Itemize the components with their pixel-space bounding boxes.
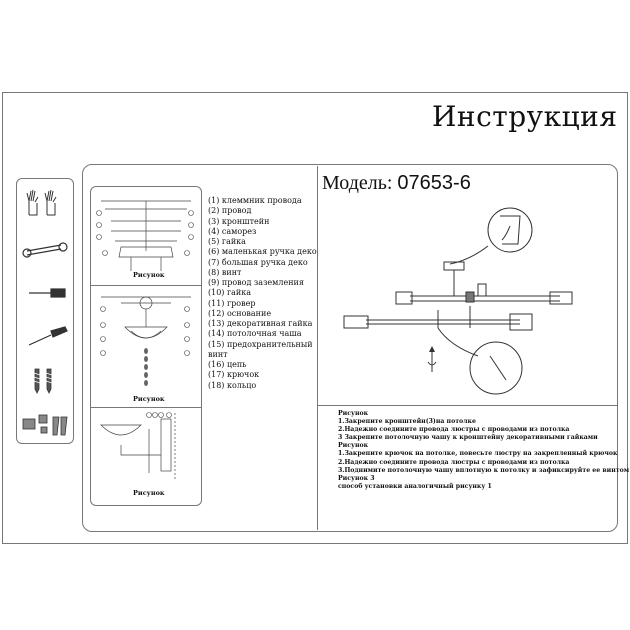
parts-list-item: (15) предохранительный bbox=[208, 339, 313, 349]
chandelier-diagram bbox=[343, 207, 573, 395]
parts-list-item: (17) крючок bbox=[208, 370, 260, 380]
figure-1-diagram bbox=[96, 200, 194, 271]
instruction-line: 2.Надежно соедините провода люстры с про… bbox=[338, 426, 570, 434]
figure-3-diagram bbox=[100, 412, 176, 479]
instruction-line: 1.Закрепите кронштейн(3)на потолке bbox=[338, 418, 476, 426]
parts-list-item: (13) декоративная гайка bbox=[208, 319, 313, 328]
instruction-line: способ установки аналогичный рисунку 1 bbox=[338, 482, 492, 490]
figure-divider bbox=[91, 285, 201, 286]
figure-2-label: Рисунок bbox=[133, 395, 165, 403]
parts-list-item: (16) цепь bbox=[208, 360, 247, 369]
parts-list-item: (6) маленькая ручка деко bbox=[208, 247, 317, 257]
parts-list: (1) клеммник провода(2) провод(3) кроншт… bbox=[208, 196, 326, 391]
tools-column bbox=[16, 178, 74, 444]
parts-list-item: (2) провод bbox=[208, 206, 252, 216]
page-title: Инструкция bbox=[432, 100, 618, 133]
figure-2-diagram bbox=[100, 296, 191, 386]
parts-list-item: (11) гровер bbox=[208, 298, 256, 308]
instruction-line: Рисунок bbox=[338, 442, 369, 450]
parts-list-item: (10) гайка bbox=[208, 288, 252, 298]
model-code: 07653-6 bbox=[397, 172, 471, 194]
figures-column: Рисунок Рисунок bbox=[90, 186, 202, 506]
connectors-icon bbox=[22, 414, 68, 436]
instruction-line: 1.Закрепите крючок на потолке, повесьте … bbox=[338, 450, 618, 458]
instruction-line: 2.Надежно соедините провода люстры с про… bbox=[338, 458, 570, 466]
parts-list-item: (18) кольцо bbox=[208, 380, 257, 390]
screws-icon bbox=[33, 368, 53, 394]
divider-vertical bbox=[317, 166, 318, 530]
parts-list-item: (3) кронштейн bbox=[208, 216, 270, 226]
parts-list-item: (8) винт bbox=[208, 267, 242, 277]
parts-list-item: (4) саморез bbox=[208, 226, 257, 236]
content-panel bbox=[82, 164, 618, 532]
instruction-line: 3 Закрепите потолочную чашу к кронштейну… bbox=[338, 434, 598, 442]
model-label: Модель: bbox=[322, 172, 393, 194]
instruction-line: 3.Поднимите потолочную чашу вплотную к п… bbox=[338, 466, 630, 474]
model-line: Модель: 07653-6 bbox=[322, 172, 471, 195]
parts-list-item: (14) потолочная чаша bbox=[208, 329, 302, 339]
screwdriver-icon bbox=[28, 326, 68, 346]
parts-list-item: (9) провод заземления bbox=[208, 278, 304, 287]
parts-list-item: (7) большая ручка деко bbox=[208, 257, 308, 267]
instruction-line: Рисунок bbox=[338, 410, 369, 417]
screwdriver-flat-icon bbox=[29, 288, 66, 298]
figure-1-label: Рисунок bbox=[133, 271, 165, 279]
parts-list-item: (12) основание bbox=[208, 308, 272, 318]
gloves-icon bbox=[26, 189, 57, 216]
instruction-line: Рисунок 3 bbox=[338, 474, 375, 482]
instruction-sheet bbox=[2, 92, 628, 544]
divider-horizontal bbox=[318, 405, 617, 406]
parts-list-item: винт bbox=[208, 349, 228, 359]
wrench-icon bbox=[22, 242, 68, 258]
figure-3-label: Рисунок bbox=[133, 489, 165, 497]
parts-list-item: (1) клеммник провода bbox=[208, 196, 302, 205]
figure-divider bbox=[91, 407, 201, 408]
parts-list-item: (5) гайка bbox=[208, 237, 246, 246]
